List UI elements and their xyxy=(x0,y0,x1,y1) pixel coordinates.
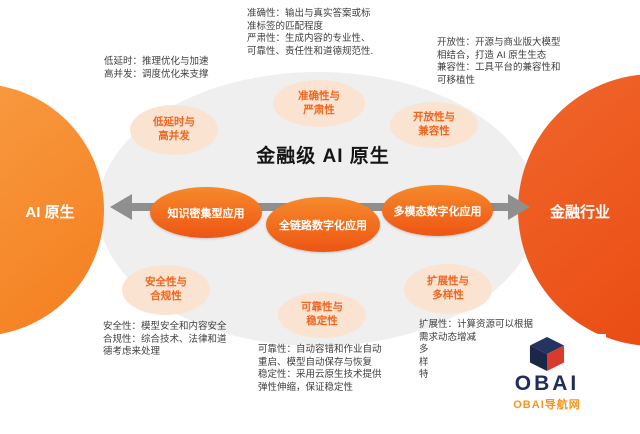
logo-subtitle: OBAI导航网 xyxy=(513,399,581,412)
note-line: 特 xyxy=(419,369,429,381)
watermark-logo: OBAI OBAI导航网 xyxy=(488,334,606,413)
note-line: 严肃性：生成内容的专业性、 xyxy=(247,33,371,45)
attribute-line: 扩展性与 xyxy=(427,275,469,288)
flow-arrow-right-head xyxy=(508,194,530,220)
attribute-openness: 开放性与 兼容性 xyxy=(390,102,478,148)
note-scalability: 扩展性：计算资源可以根据 需求动态增减 多 样 特 xyxy=(419,319,533,382)
cube-logo-icon xyxy=(529,336,565,372)
note-line: 扩展性：计算资源可以根据 xyxy=(419,319,534,330)
note-line: 德考虑来处理 xyxy=(103,346,161,358)
note-line: 稳定性：采用云原生技术提供 xyxy=(258,369,382,381)
attribute-reliability: 可靠性与 稳定性 xyxy=(278,292,366,338)
note-line: 弹性伸缩，保证稳定性 xyxy=(258,381,354,393)
note-line: 可靠性、责任性和道德规范性. xyxy=(247,45,374,57)
attribute-line: 高并发 xyxy=(158,130,190,142)
attribute-line: 兼容性 xyxy=(418,125,450,137)
note-line: 高并发：调度优化来支撑 xyxy=(104,68,209,80)
note-line: 准确性：输出与真实答案或标 xyxy=(247,8,371,19)
note-line: 准标签的匹配程度 xyxy=(247,20,324,32)
finance-industry-label: 金融行业 xyxy=(549,204,610,221)
attribute-line: 严肃性 xyxy=(303,103,335,116)
note-line: 开放性：开源与商业版大模型 xyxy=(437,37,561,48)
logo-name: OBAI xyxy=(514,372,580,395)
note-line: 安全性：模型安全和内容安全 xyxy=(103,321,227,332)
note-line: 可靠性：自动容错和作业自动 xyxy=(258,344,382,355)
application-knowledge-intensive: 知识密集型应用 xyxy=(150,187,262,238)
diagram-title: 金融级 AI 原生 xyxy=(256,146,390,167)
note-openness: 开放性：开源与商业版大模型 相结合，打造 AI 原生生态 兼容性：工具平台的兼容… xyxy=(437,37,561,87)
ai-native-label: AI 原生 xyxy=(25,204,75,221)
attribute-line: 安全性与 xyxy=(145,276,187,289)
attribute-line: 低延时与 xyxy=(153,116,195,129)
attribute-line: 准确性与 xyxy=(298,89,340,102)
attribute-line: 稳定性 xyxy=(306,315,338,327)
attribute-scalability: 扩展性与 多样性 xyxy=(404,264,492,314)
note-line: 兼容性：工具平台的兼容性和 xyxy=(437,62,561,74)
note-line: 合规性：综合技术、法律和道 xyxy=(103,333,227,345)
attribute-line: 合规性 xyxy=(150,290,182,302)
note-line: 样 xyxy=(419,356,429,368)
note-line: 重启、模型自动保存与恢复 xyxy=(258,356,373,368)
attribute-accuracy: 准确性与 严肃性 xyxy=(273,80,365,127)
note-line: 相结合，打造 AI 原生生态 xyxy=(437,49,547,61)
flow-arrow-left-head xyxy=(110,194,132,220)
note-security: 安全性：模型安全和内容安全 合规性：综合技术、法律和道 德考虑来处理 xyxy=(103,321,227,359)
note-low-latency: 低延时：推理优化与加速 高并发：调度优化来支撑 xyxy=(104,56,209,81)
attribute-line: 可靠性与 xyxy=(301,301,343,314)
application-full-chain-digital: 全链路数字化应用 xyxy=(266,197,380,252)
attribute-low-latency: 低延时与 高并发 xyxy=(130,105,218,155)
note-line: 可移植性 xyxy=(437,74,476,86)
note-line: 低延时：推理优化与加速 xyxy=(104,56,209,67)
application-multimodal-digital: 多模态数字化应用 xyxy=(382,185,493,236)
note-line: 需求动态增减 xyxy=(419,331,477,343)
attribute-line: 开放性与 xyxy=(413,111,455,124)
attribute-line: 多样性 xyxy=(432,289,464,301)
attribute-security: 安全性与 合规性 xyxy=(122,265,210,315)
note-line: 多 xyxy=(419,344,429,356)
note-accuracy: 准确性：输出与真实答案或标 准标签的匹配程度 严肃性：生成内容的专业性、 可靠性… xyxy=(247,8,373,58)
note-reliability: 可靠性：自动容错和作业自动 重启、模型自动保存与恢复 稳定性：采用云原生技术提供… xyxy=(258,344,382,394)
